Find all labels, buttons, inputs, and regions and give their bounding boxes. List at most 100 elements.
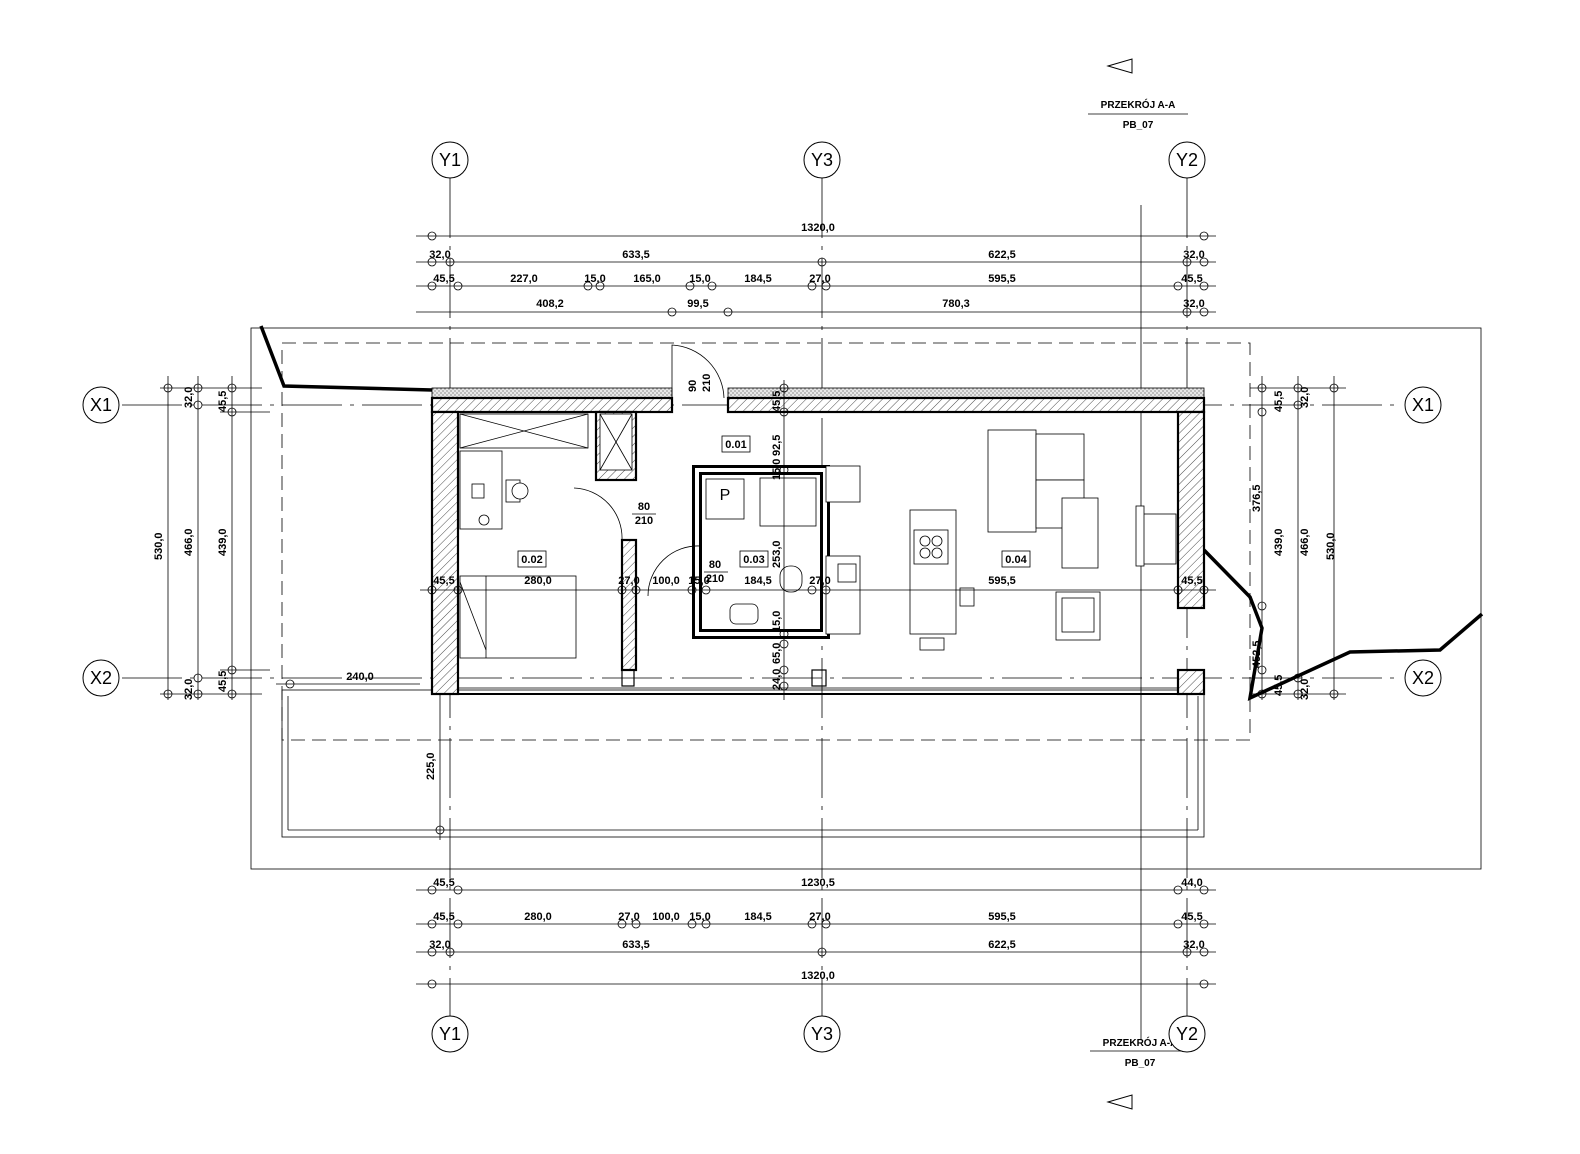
svg-text:253,0: 253,0 — [771, 540, 783, 568]
svg-text:376,5: 376,5 — [1251, 484, 1263, 512]
svg-text:45,5: 45,5 — [217, 671, 229, 692]
svg-text:Y2: Y2 — [1176, 1024, 1198, 1044]
door-entry: 90 210 — [671, 344, 725, 399]
svg-text:15,0: 15,0 — [688, 575, 709, 587]
svg-text:X2: X2 — [1412, 668, 1434, 688]
svg-text:32,0: 32,0 — [429, 939, 450, 951]
svg-text:15,0: 15,0 — [689, 911, 710, 923]
svg-text:184,5: 184,5 — [744, 911, 772, 923]
axis-bubble-y3-bottom: Y3 — [803, 1015, 841, 1053]
svg-text:280,0: 280,0 — [524, 911, 552, 923]
svg-text:65,0: 65,0 — [771, 643, 783, 664]
svg-text:595,5: 595,5 — [988, 273, 1016, 285]
svg-text:0.02: 0.02 — [521, 554, 542, 566]
axis-bubble-x1-right: X1 — [1404, 386, 1442, 424]
svg-text:27,0: 27,0 — [618, 575, 639, 587]
svg-text:1320,0: 1320,0 — [801, 970, 835, 982]
svg-text:1230,5: 1230,5 — [801, 877, 835, 889]
svg-text:45,5: 45,5 — [1181, 273, 1202, 285]
section-sheet-bottom: PB_07 — [1125, 1058, 1156, 1069]
svg-text:227,0: 227,0 — [510, 273, 538, 285]
svg-text:240,0: 240,0 — [346, 671, 374, 683]
svg-text:45,5: 45,5 — [433, 911, 454, 923]
svg-text:595,5: 595,5 — [988, 575, 1016, 587]
svg-text:633,5: 633,5 — [622, 939, 650, 951]
axis-bubble-y2-bottom: Y2 — [1168, 1015, 1206, 1053]
dimensions-bottom: 45,5 1230,5 44,0 45,5 280,0 27,0 100,0 1… — [416, 877, 1216, 989]
svg-text:X2: X2 — [90, 668, 112, 688]
svg-text:780,3: 780,3 — [942, 298, 970, 310]
svg-text:27,0: 27,0 — [809, 273, 830, 285]
svg-text:165,0: 165,0 — [633, 273, 661, 285]
stove-mark: P — [720, 487, 731, 504]
svg-text:80: 80 — [709, 559, 721, 571]
axis-bubble-y1-top: Y1 — [431, 141, 469, 179]
svg-text:184,5: 184,5 — [744, 575, 772, 587]
svg-text:633,5: 633,5 — [622, 249, 650, 261]
svg-text:466,0: 466,0 — [1299, 528, 1311, 556]
dimensions-top: 1320,0 32,0 633,5 622,5 32,0 45,5 227,0 … — [416, 222, 1216, 317]
svg-text:45,5: 45,5 — [1273, 675, 1285, 696]
section-sheet-top: PB_07 — [1123, 120, 1154, 131]
svg-text:32,0: 32,0 — [1183, 298, 1204, 310]
svg-text:Y1: Y1 — [439, 1024, 461, 1044]
svg-text:210: 210 — [706, 573, 724, 585]
svg-text:Y3: Y3 — [811, 1024, 833, 1044]
svg-text:27,0: 27,0 — [809, 911, 830, 923]
svg-text:45,5: 45,5 — [1181, 911, 1202, 923]
svg-text:99,5: 99,5 — [687, 298, 708, 310]
svg-text:X1: X1 — [1412, 395, 1434, 415]
svg-text:595,5: 595,5 — [988, 911, 1016, 923]
svg-text:32,0: 32,0 — [1299, 387, 1311, 408]
svg-text:44,0: 44,0 — [1181, 877, 1202, 889]
svg-text:439,0: 439,0 — [1273, 528, 1285, 556]
axis-bubble-y1-bottom: Y1 — [431, 1015, 469, 1053]
svg-text:100,0: 100,0 — [652, 911, 680, 923]
svg-text:100,0: 100,0 — [652, 575, 680, 587]
svg-text:408,2: 408,2 — [536, 298, 564, 310]
dimensions-left: 32,0 45,5 530,0 466,0 439,0 32,0 45,5 — [153, 376, 270, 700]
svg-text:15,0: 15,0 — [771, 611, 783, 632]
svg-text:Y2: Y2 — [1176, 150, 1198, 170]
room-label-002: 0.02 — [517, 550, 547, 568]
ground-line — [259, 325, 1484, 701]
svg-text:466,0: 466,0 — [183, 528, 195, 556]
svg-text:45,5: 45,5 — [771, 391, 783, 412]
room-label-004: 0.04 — [1001, 550, 1031, 568]
svg-text:45,5: 45,5 — [1181, 575, 1202, 587]
section-label-bottom: PRZEKRÓJ A-A — [1103, 1036, 1178, 1049]
svg-text:452,5: 452,5 — [1251, 640, 1263, 668]
axis-bubble-y2-top: Y2 — [1168, 141, 1206, 179]
svg-text:210: 210 — [701, 374, 713, 392]
svg-text:210: 210 — [635, 515, 653, 527]
svg-text:280,0: 280,0 — [524, 575, 552, 587]
svg-text:0.03: 0.03 — [743, 554, 764, 566]
svg-text:45,5: 45,5 — [217, 391, 229, 412]
svg-text:530,0: 530,0 — [1325, 532, 1337, 560]
svg-text:0.04: 0.04 — [1005, 554, 1027, 566]
section-marker-top: PRZEKRÓJ A-A PB_07 — [1088, 58, 1188, 131]
svg-text:225,0: 225,0 — [425, 752, 437, 780]
dimensions-interior: 45,5 280,0 27,0 100,0 15,0 184,5 27,0 59… — [276, 380, 1216, 840]
section-label-top: PRZEKRÓJ A-A — [1101, 98, 1176, 111]
section-marker-bottom: PRZEKRÓJ A-A PB_07 — [1090, 1036, 1190, 1110]
room-label-003: 0.03 — [739, 550, 769, 568]
svg-text:32,0: 32,0 — [183, 679, 195, 700]
svg-text:184,5: 184,5 — [744, 273, 772, 285]
svg-text:X1: X1 — [90, 395, 112, 415]
svg-text:27,0: 27,0 — [618, 911, 639, 923]
furniture: P — [459, 413, 1177, 659]
axis-bubble-x2-left: X2 — [82, 659, 120, 697]
svg-text:45,5: 45,5 — [433, 575, 454, 587]
svg-text:Y1: Y1 — [439, 150, 461, 170]
site-outlines — [250, 327, 1482, 870]
axis-bubble-x1-left: X1 — [82, 386, 120, 424]
axis-bubble-y3-top: Y3 — [803, 141, 841, 179]
svg-text:45,5: 45,5 — [433, 273, 454, 285]
svg-text:1320,0: 1320,0 — [801, 222, 835, 234]
svg-text:622,5: 622,5 — [988, 939, 1016, 951]
dimensions-right: 45,5 32,0 439,0 466,0 530,0 45,5 32,0 37… — [1250, 376, 1346, 700]
room-label-001: 0.01 — [721, 435, 751, 453]
svg-text:622,5: 622,5 — [988, 249, 1016, 261]
